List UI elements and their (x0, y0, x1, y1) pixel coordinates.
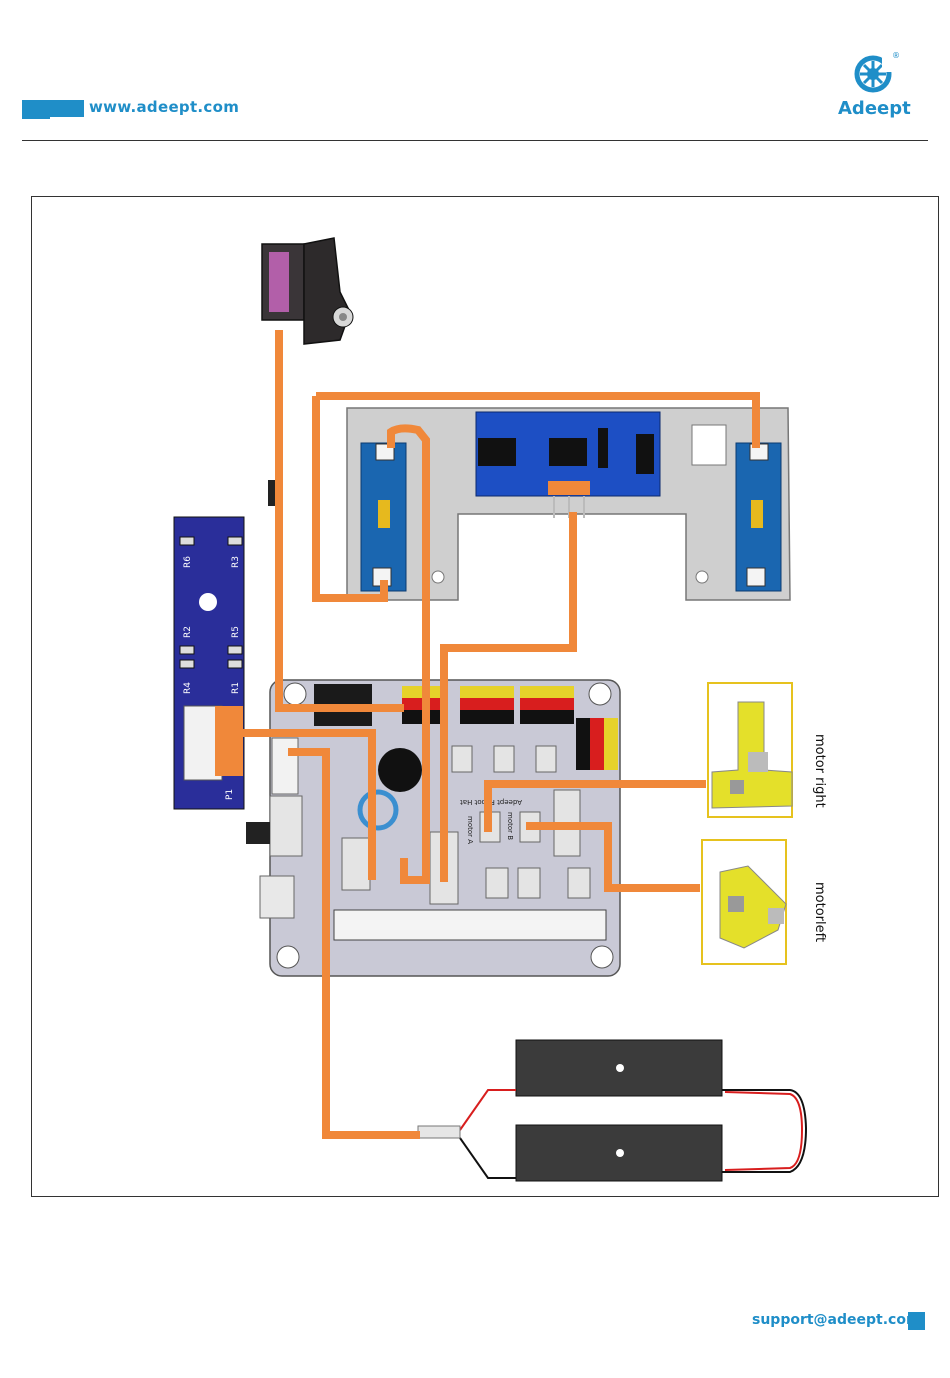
gpio-header (334, 910, 606, 940)
ir-label-r5: R5 (231, 626, 241, 638)
motor-left (702, 840, 786, 964)
footer-accent-square (908, 1312, 925, 1330)
support-email-link[interactable]: support@adeept.com (752, 1312, 921, 1328)
ir-label-r1: R1 (231, 682, 241, 694)
motor-right-label: motor right (812, 734, 827, 808)
ir-label-r4: R4 (183, 682, 193, 694)
ir-label-r6: R6 (183, 556, 193, 568)
line-tracking-bracket (347, 408, 790, 600)
ir-label-r2: R2 (183, 626, 193, 638)
motor-left-label: motorleft (812, 882, 827, 942)
ir-label-r3: R3 (231, 556, 241, 568)
motor-b-label: motor B (506, 812, 514, 840)
motor-right (708, 683, 792, 817)
ir-label-p1: P1 (225, 789, 235, 800)
ir-sensor-board: R6 R3 R2 R5 R4 R1 P1 (174, 517, 244, 809)
motor-a-label: motor A (466, 816, 474, 844)
battery-pack (418, 1040, 806, 1181)
